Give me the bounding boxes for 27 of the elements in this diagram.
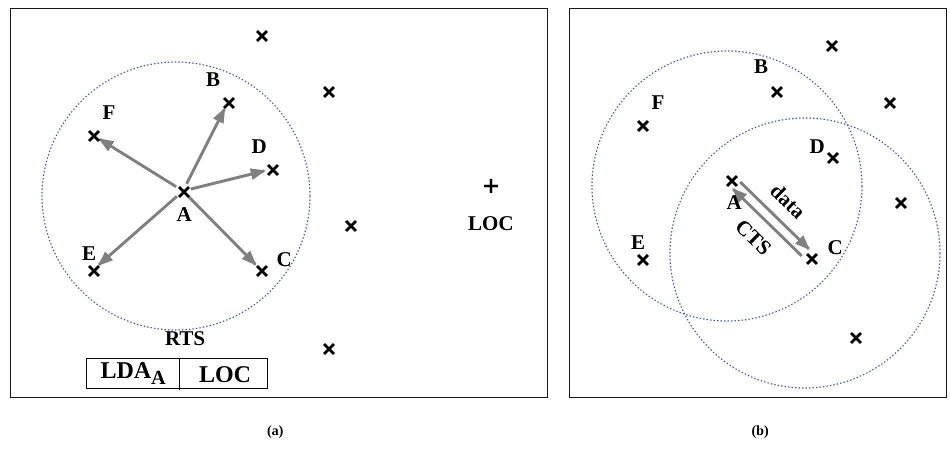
arrow — [732, 188, 803, 258]
panel-caption: (b) — [752, 423, 769, 441]
node-label: D — [252, 135, 267, 157]
node-label: D — [810, 135, 825, 157]
node-label: LOC — [468, 212, 514, 234]
node-label: C — [276, 248, 292, 270]
arrow — [98, 138, 177, 188]
node-label: F — [102, 101, 116, 123]
arrow — [98, 195, 178, 266]
arrow — [739, 180, 810, 250]
node-label: A — [726, 191, 742, 213]
arrow — [190, 168, 266, 191]
node-label: B — [754, 55, 768, 77]
panel-frame — [569, 8, 947, 398]
node-label: E — [631, 231, 646, 253]
node-label: C — [828, 236, 843, 258]
panel-caption: (a) — [267, 423, 284, 441]
node-label: B — [206, 68, 220, 90]
packet-field: LOC — [199, 364, 252, 386]
panel-frame — [10, 8, 548, 398]
packet-name: RTS — [165, 327, 206, 349]
arrow — [185, 108, 226, 185]
arrow — [188, 196, 256, 266]
node-label: E — [82, 242, 96, 264]
node-label: A — [176, 203, 192, 225]
node-label: F — [652, 91, 664, 113]
packet-field: LDA$_{A}$ — [100, 360, 166, 389]
